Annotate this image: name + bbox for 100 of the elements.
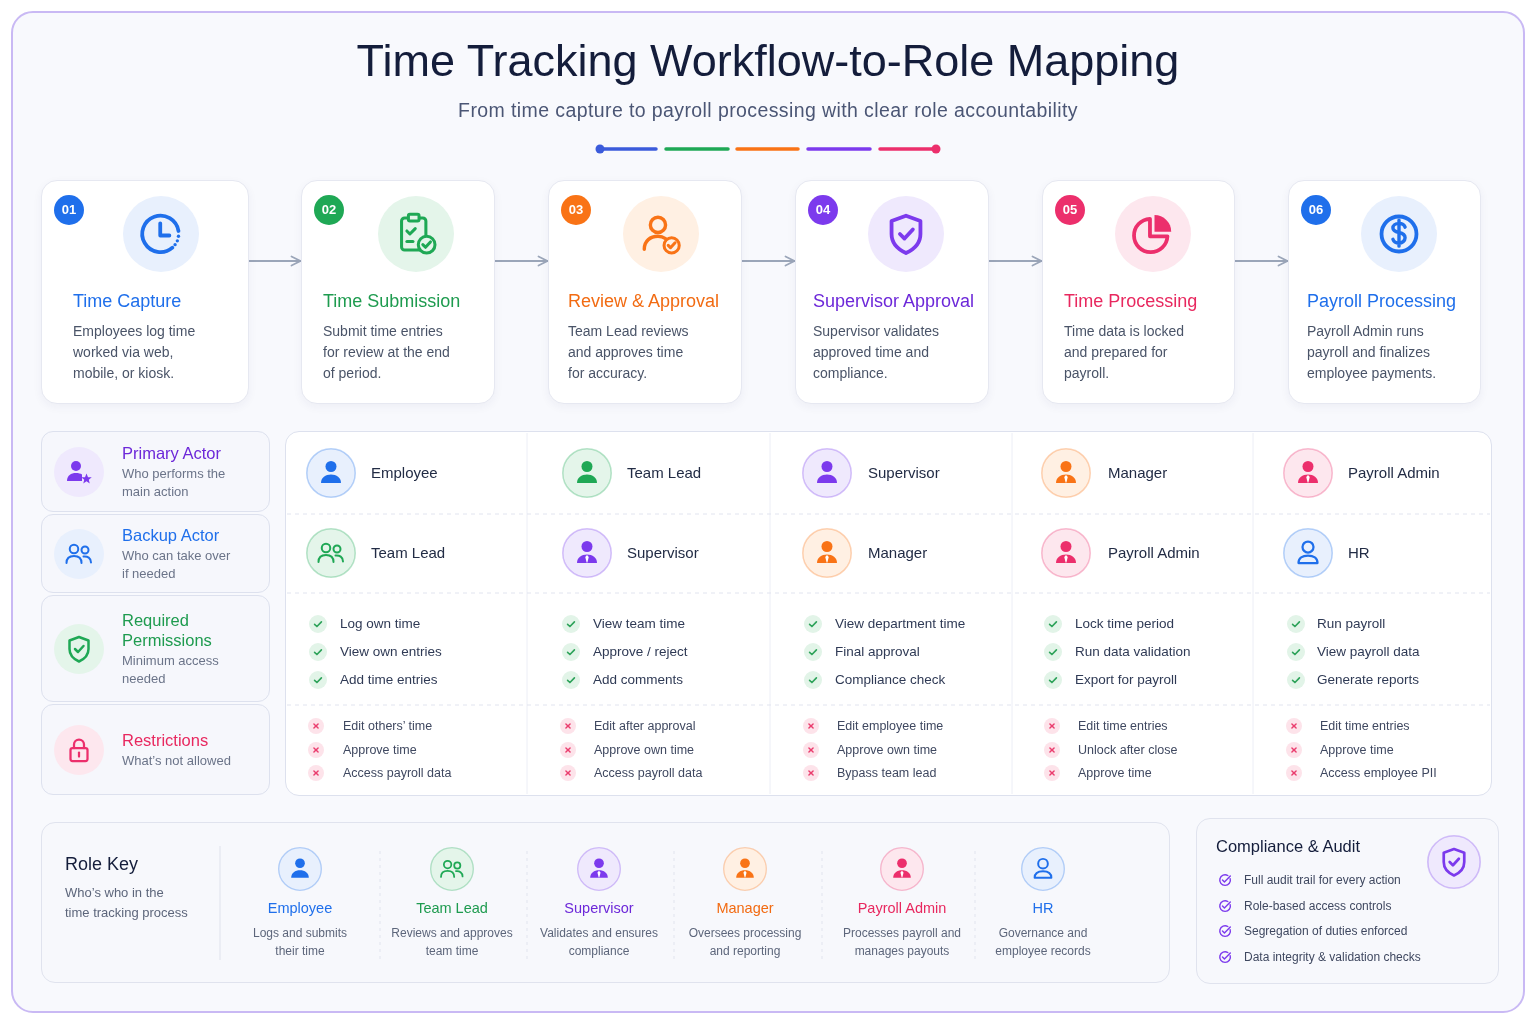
restriction-text: Approve own time bbox=[837, 742, 938, 758]
restriction-text: Edit employee time bbox=[837, 718, 944, 734]
restriction-text: Access payroll data bbox=[594, 765, 703, 781]
role-name: Team Lead bbox=[371, 543, 446, 563]
step-title: Time Processing bbox=[1064, 290, 1198, 312]
restriction-text: Access employee PII bbox=[1320, 765, 1437, 781]
step-description: Submit time entries for review at the end of period. bbox=[323, 322, 451, 383]
role-name: Payroll Admin bbox=[1348, 463, 1440, 483]
role-name: Employee bbox=[371, 463, 438, 483]
role-name: HR bbox=[1348, 543, 1370, 563]
row-heading: Restrictions bbox=[122, 729, 209, 750]
permission-text: Lock time period bbox=[1075, 615, 1175, 633]
role-name: HR bbox=[1032, 899, 1054, 917]
arrow bbox=[1234, 255, 1289, 267]
role-name: Manager bbox=[868, 543, 928, 563]
row-description: Minimum access needed bbox=[122, 651, 220, 688]
permission-text: Log own time bbox=[340, 615, 421, 633]
role-description: Logs and submits their time bbox=[251, 925, 349, 960]
role-name: Payroll Admin bbox=[1108, 543, 1200, 563]
row-header-card bbox=[41, 595, 270, 702]
role-description: Reviews and approves team time bbox=[390, 925, 514, 960]
checklist-item: Segregation of duties enforced bbox=[1244, 923, 1408, 939]
role-name: Supervisor bbox=[627, 543, 699, 563]
permission-text: Compliance check bbox=[835, 671, 946, 689]
step-description: Time data is locked and prepared for payroll. bbox=[1064, 322, 1186, 383]
restriction-text: Edit time entries bbox=[1320, 718, 1410, 734]
step-number: 04 bbox=[808, 195, 838, 225]
restriction-text: Edit others’ time bbox=[343, 718, 433, 734]
compliance-panel bbox=[1196, 818, 1499, 984]
restriction-text: Approve time bbox=[1320, 742, 1394, 758]
role-description: Governance and employee records bbox=[994, 925, 1092, 960]
row-description: Who can take over if needed bbox=[122, 546, 232, 583]
panel-heading: Role Key bbox=[65, 853, 139, 875]
panel-heading: Compliance & Audit bbox=[1216, 836, 1360, 857]
row-header-card bbox=[41, 704, 270, 795]
permission-text: View team time bbox=[593, 615, 686, 633]
panel-description: Who’s who in the time tracking process bbox=[65, 884, 189, 922]
role-name: Supervisor bbox=[868, 463, 940, 483]
subtitle: From time capture to payroll processing with clear role accountability bbox=[458, 98, 1078, 122]
step-title: Time Capture bbox=[73, 290, 182, 312]
step-number: 01 bbox=[54, 195, 84, 225]
permission-text: View own entries bbox=[340, 643, 442, 661]
permission-text: Add comments bbox=[593, 671, 684, 689]
step-number: 03 bbox=[561, 195, 591, 225]
row-heading: Primary Actor bbox=[122, 442, 222, 463]
step-title: Time Submission bbox=[323, 290, 461, 312]
role-name: Team Lead bbox=[627, 463, 702, 483]
permission-text: View department time bbox=[835, 615, 966, 633]
role-description: Validates and ensures compliance bbox=[539, 925, 659, 960]
step-description: Team Lead reviews and approves time for accuracy. bbox=[568, 322, 690, 383]
restriction-text: Approve own time bbox=[594, 742, 695, 758]
step-card bbox=[1042, 180, 1235, 404]
restriction-text: Unlock after close bbox=[1078, 742, 1178, 758]
row-header-card bbox=[41, 514, 270, 593]
permission-text: Run data validation bbox=[1075, 643, 1191, 661]
restriction-text: Edit time entries bbox=[1078, 718, 1168, 734]
role-key-panel bbox=[41, 822, 1170, 983]
step-card bbox=[795, 180, 989, 404]
role-name: Supervisor bbox=[564, 899, 634, 917]
permission-text: Run payroll bbox=[1317, 615, 1386, 633]
arrow bbox=[741, 255, 796, 267]
step-description: Supervisor validates approved time and compliance. bbox=[813, 322, 941, 383]
permission-text: Generate reports bbox=[1317, 671, 1420, 689]
step-title: Payroll Processing bbox=[1307, 290, 1457, 312]
role-name: Team Lead bbox=[416, 899, 488, 917]
permission-text: Approve / reject bbox=[593, 643, 688, 661]
restriction-text: Approve time bbox=[343, 742, 417, 758]
row-heading: Required Permissions bbox=[122, 609, 213, 650]
step-number: 05 bbox=[1055, 195, 1085, 225]
role-name: Manager bbox=[716, 899, 774, 917]
permission-text: Export for payroll bbox=[1075, 671, 1178, 689]
restriction-text: Bypass team lead bbox=[837, 765, 937, 781]
checklist-item: Role-based access controls bbox=[1244, 898, 1392, 914]
step-description: Payroll Admin runs payroll and finalizes employee payments. bbox=[1307, 322, 1438, 383]
role-description: Processes payroll and manages payouts bbox=[841, 925, 963, 960]
role-name: Employee bbox=[267, 899, 333, 917]
permission-text: Add time entries bbox=[340, 671, 438, 689]
title: Time Tracking Workflow-to-Role Mapping bbox=[356, 34, 1180, 88]
permission-text: View payroll data bbox=[1317, 643, 1420, 661]
role-name: Manager bbox=[1108, 463, 1168, 483]
step-card bbox=[548, 180, 742, 404]
role-name: Payroll Admin bbox=[857, 899, 947, 917]
row-header-card bbox=[41, 431, 270, 512]
restriction-text: Access payroll data bbox=[343, 765, 452, 781]
row-heading: Backup Actor bbox=[122, 524, 220, 545]
step-card bbox=[301, 180, 495, 404]
step-title: Review & Approval bbox=[568, 290, 720, 312]
permission-text: Final approval bbox=[835, 643, 920, 661]
step-number: 02 bbox=[314, 195, 344, 225]
step-description: Employees log time worked via web, mobile, or kiosk. bbox=[73, 322, 197, 383]
restriction-text: Edit after approval bbox=[594, 718, 696, 734]
row-description: What’s not allowed bbox=[122, 751, 231, 770]
step-card bbox=[41, 180, 249, 404]
step-card bbox=[1288, 180, 1481, 404]
step-title: Supervisor Approval bbox=[813, 290, 975, 312]
arrow bbox=[248, 255, 302, 267]
arrow bbox=[988, 255, 1043, 267]
checklist-item: Full audit trail for every action bbox=[1244, 872, 1401, 888]
arrow bbox=[494, 255, 549, 267]
role-description: Oversees processing and reporting bbox=[687, 925, 803, 960]
